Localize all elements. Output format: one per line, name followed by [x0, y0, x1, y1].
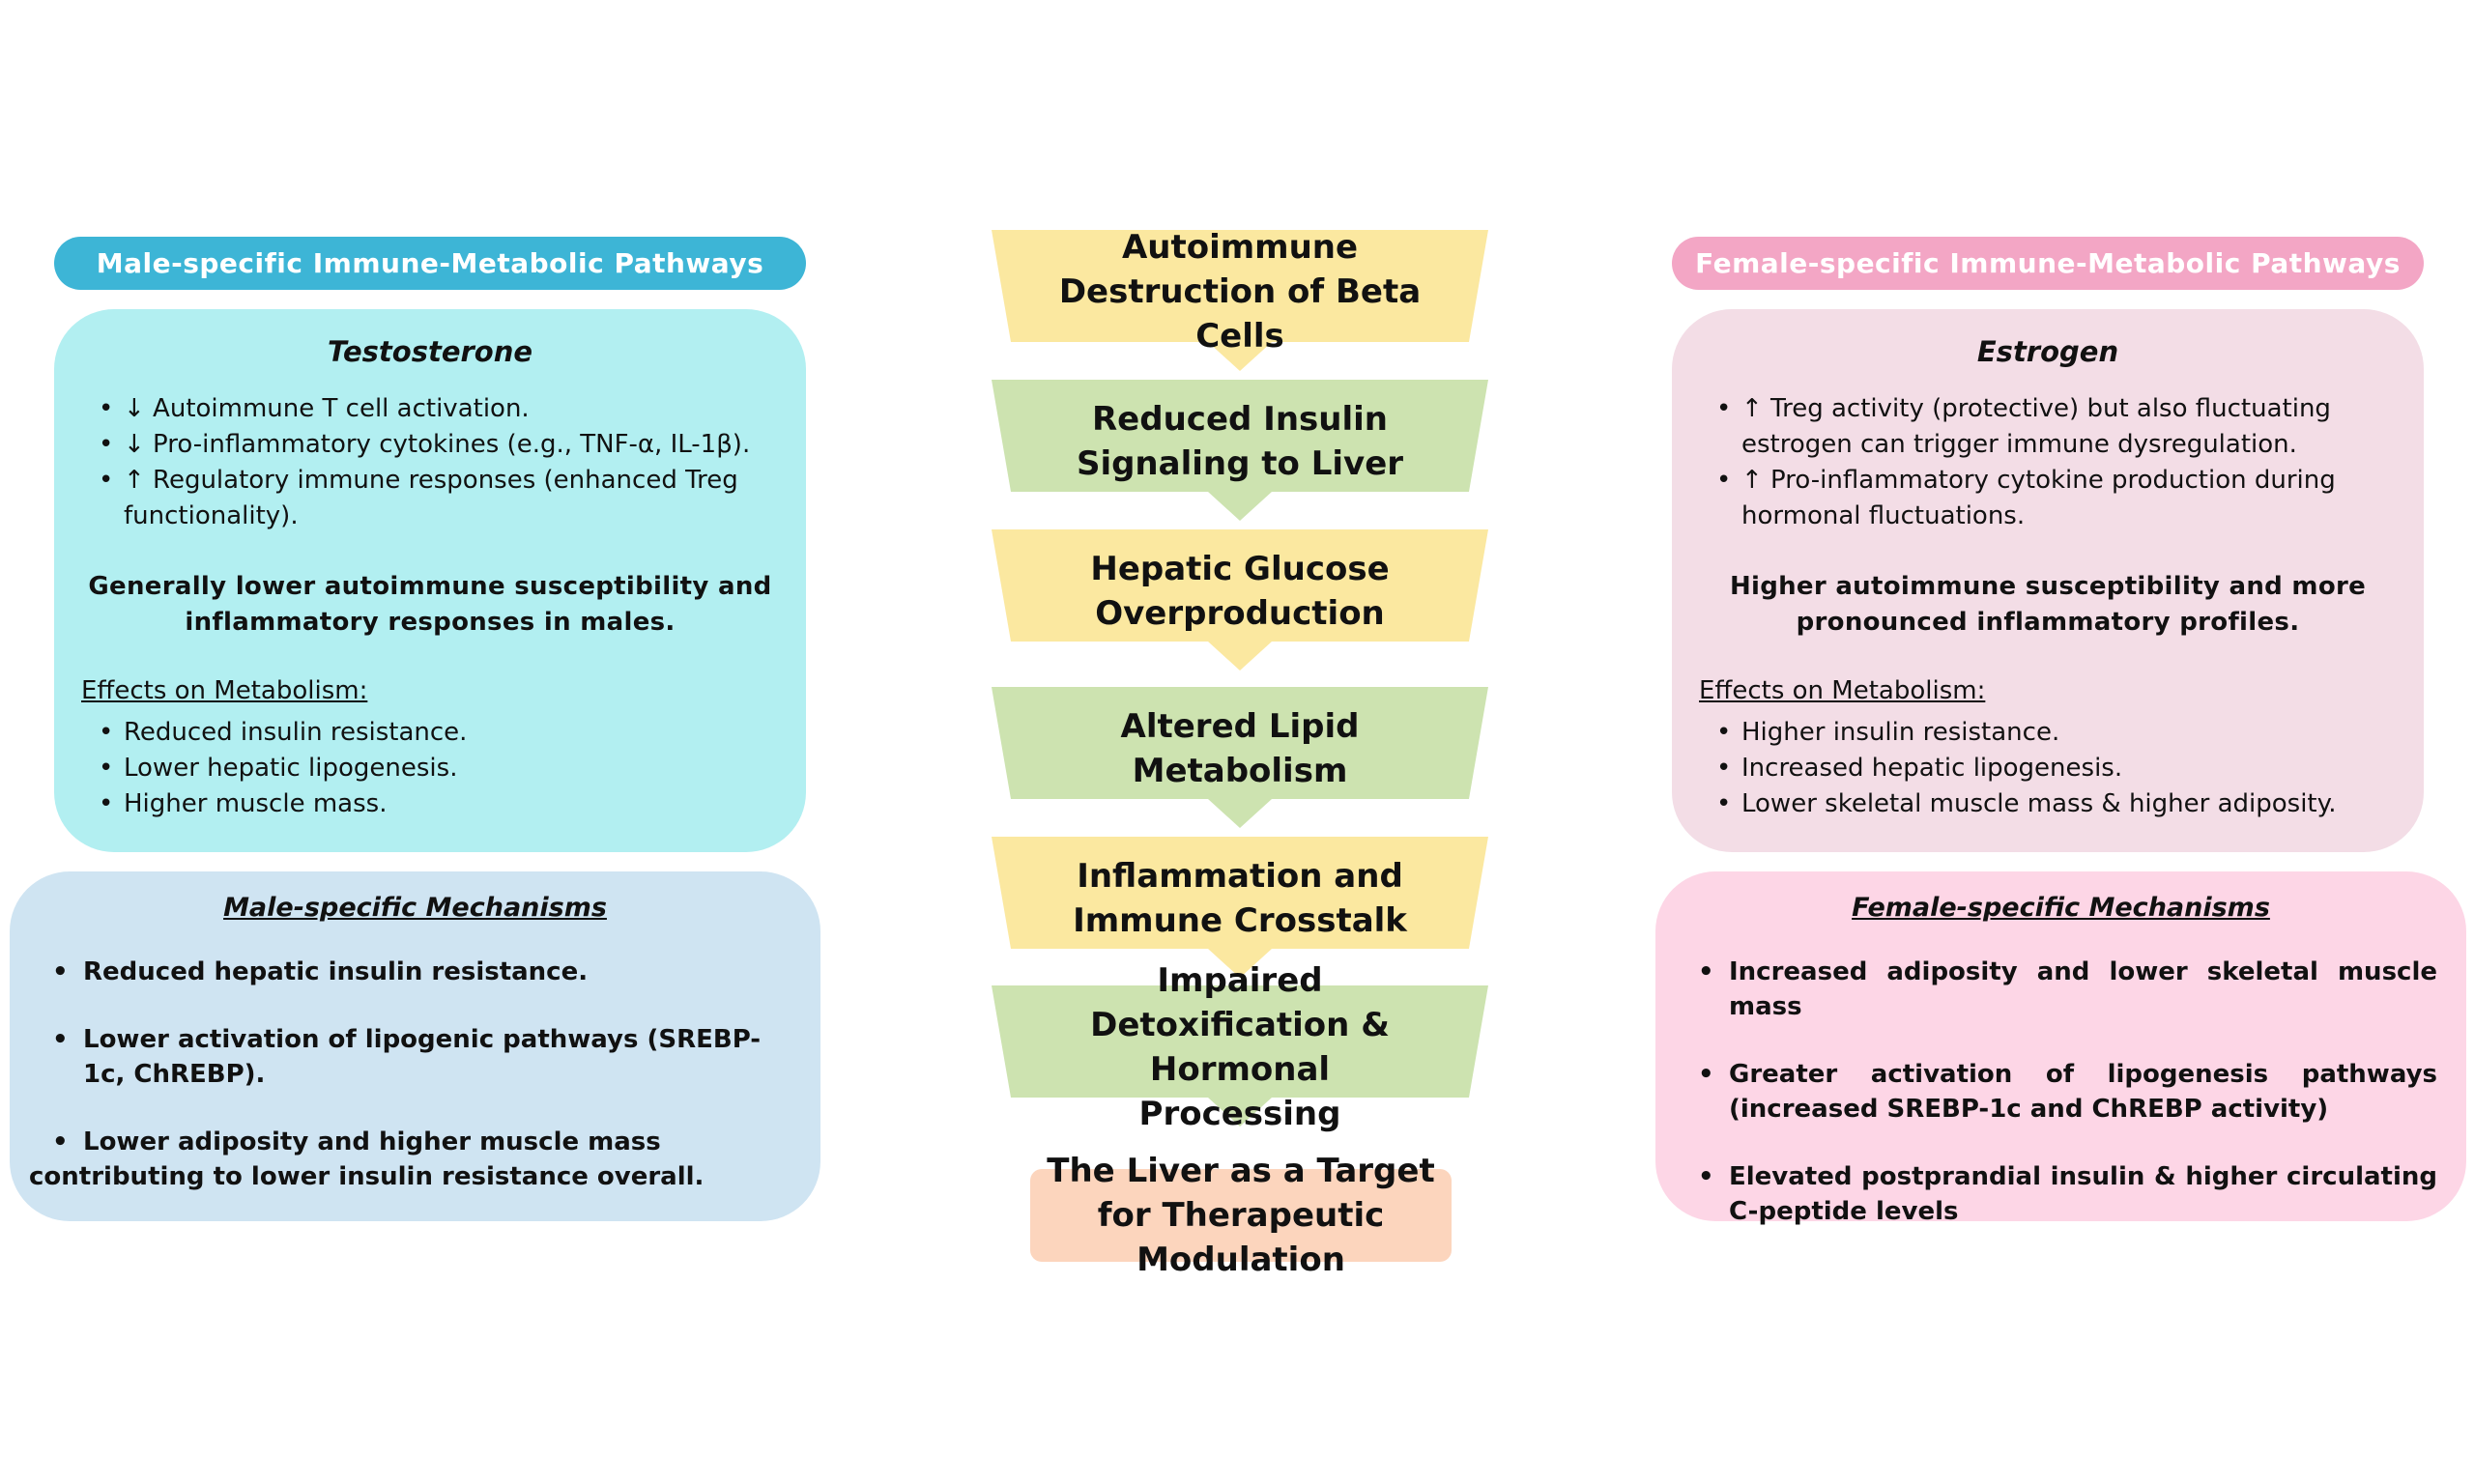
female-immune-bullets: •↑ Treg activity (protective) but also f… — [1699, 391, 2397, 534]
funnel-stage-shape — [992, 837, 1488, 978]
list-item: •Increased adiposity and lower skeletal … — [1698, 957, 2437, 1021]
list-item: •Lower activation of lipogenic pathways … — [52, 1025, 762, 1089]
list-item: •Greater activation of lipogenesis pathw… — [1698, 1060, 2437, 1124]
male-effects-list: •Reduced insulin resistance. •Lower hepa… — [81, 715, 779, 822]
male-pathways-header: Male-specific Immune-Metabolic Pathways — [54, 237, 806, 290]
list-item: •↑ Regulatory immune responses (enhanced… — [99, 466, 738, 530]
funnel-stage-shape — [992, 985, 1488, 1127]
female-mechanisms-title: Female-specific Mechanisms — [1852, 893, 2270, 923]
funnel-stage-detoxification: Impaired Detoxification & Hormonal Proce… — [992, 961, 1488, 1133]
male-mechanisms-title: Male-specific Mechanisms — [223, 893, 607, 923]
list-item: •Higher insulin resistance. — [1716, 718, 2060, 747]
female-pathways-header: Female-specific Immune-Metabolic Pathway… — [1672, 237, 2424, 290]
funnel-stage-label: Impaired Detoxification & Hormonal Proce… — [1090, 961, 1390, 1133]
funnel-stage-label: Inflammation and Immune Crosstalk — [1073, 857, 1407, 940]
female-mechanisms-panel: Female-specific Mechanisms •Increased ad… — [1655, 871, 2466, 1226]
funnel-stage-reduced-insulin-signaling: Reduced Insulin Signaling to Liver — [992, 380, 1488, 523]
list-item: •↓ Autoimmune T cell activation. — [99, 394, 530, 423]
list-item: •Reduced hepatic insulin resistance. — [52, 957, 589, 986]
male-hormone-panel: Testosterone •↓ Autoimmune T cell activa… — [54, 309, 806, 852]
list-item: •Lower skeletal muscle mass & higher adi… — [1716, 789, 2337, 818]
list-item: •Elevated postprandial insulin & higher … — [1698, 1162, 2437, 1226]
female-hormone-panel: Estrogen •↑ Treg activity (protective) b… — [1672, 309, 2424, 852]
estrogen-title: Estrogen — [1976, 335, 2119, 368]
funnel-stage-hepatic-glucose: Hepatic Glucose Overproduction — [992, 529, 1488, 672]
list-item: •Lower hepatic lipogenesis. — [99, 754, 458, 783]
funnel-stage-shape — [992, 380, 1488, 521]
testosterone-title: Testosterone — [327, 335, 533, 368]
female-effects-heading: Effects on Metabolism: — [1699, 676, 1986, 705]
funnel-stage-inflammation: Inflammation and Immune Crosstalk — [992, 837, 1488, 980]
list-item: •↑ Pro-inflammatory cytokine production … — [1716, 466, 2336, 530]
list-item: •Higher muscle mass. — [99, 789, 388, 818]
female-summary: Higher autoimmune susceptibility and mor… — [1729, 572, 2367, 637]
list-item: •↓ Pro-inflammatory cytokines (e.g., TNF… — [99, 430, 751, 459]
funnel-stage-altered-lipid: Altered Lipid Metabolism — [992, 687, 1488, 830]
female-effects-list: •Higher insulin resistance. •Increased h… — [1699, 715, 2397, 822]
funnel-stage-label: Reduced Insulin Signaling to Liver — [1076, 400, 1404, 483]
funnel-stage-label: Autoimmune Destruction of Beta Cells — [1058, 228, 1422, 356]
list-item: •↑ Treg activity (protective) but also f… — [1716, 394, 2331, 459]
list-item: •Reduced insulin resistance. — [99, 718, 468, 747]
female-mechanisms-list: •Increased adiposity and lower skeletal … — [1675, 955, 2447, 1229]
male-summary: Generally lower autoimmune susceptibilit… — [88, 572, 772, 637]
funnel-stage-autoimmune-destruction: Autoimmune Destruction of Beta Cells — [992, 228, 1488, 373]
list-item: •Increased hepatic lipogenesis. — [1716, 754, 2123, 783]
funnel-stage-shape — [992, 230, 1488, 371]
funnel-stage-label: Hepatic Glucose Overproduction — [1090, 550, 1390, 633]
liver-target-box: The Liver as a Target for Therapeutic Mo… — [1030, 1152, 1452, 1279]
funnel-stage-label: Altered Lipid Metabolism — [1120, 707, 1360, 790]
funnel-stage-shape — [992, 687, 1488, 828]
male-mechanisms-list: •Reduced hepatic insulin resistance. •Lo… — [29, 955, 801, 1194]
male-mechanisms-panel: Male-specific Mechanisms •Reduced hepati… — [10, 871, 820, 1221]
list-item: •Lower adiposity and higher muscle mass … — [29, 1127, 705, 1191]
male-immune-bullets: •↓ Autoimmune T cell activation. •↓ Pro-… — [81, 391, 779, 534]
male-effects-heading: Effects on Metabolism: — [81, 676, 368, 705]
funnel-stage-shape — [992, 529, 1488, 671]
